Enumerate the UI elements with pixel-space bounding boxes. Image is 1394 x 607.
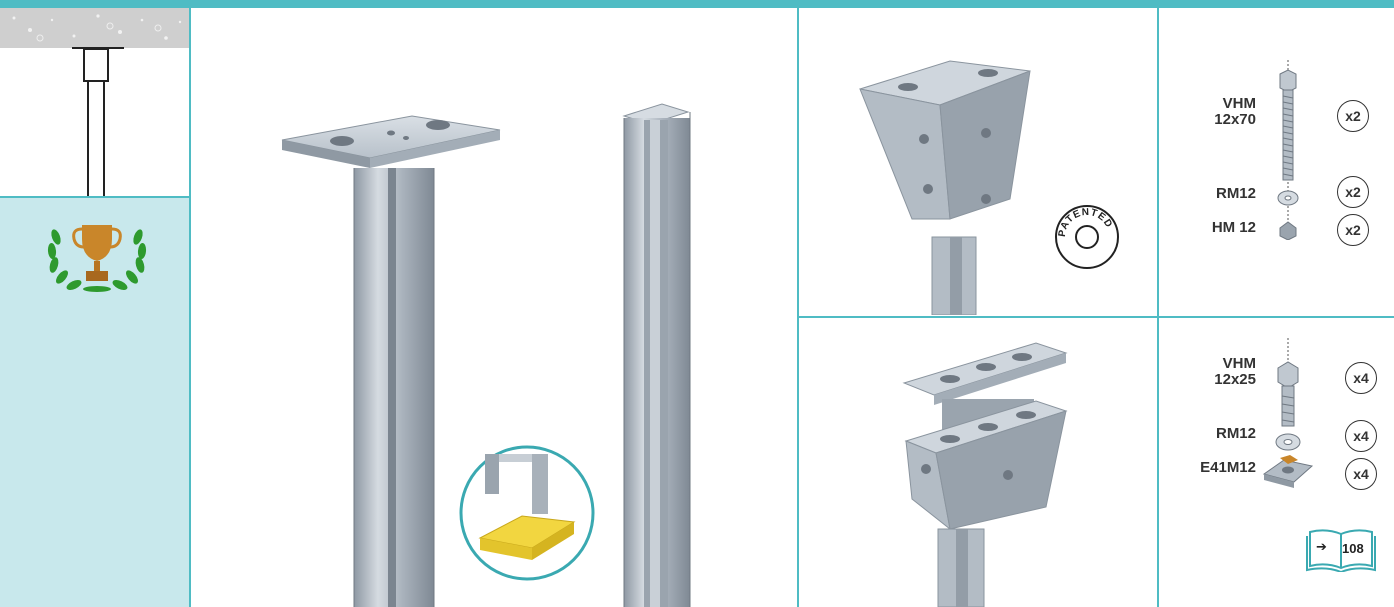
open-book-icon [1306,529,1376,572]
hardware-bottom-illustration [1262,338,1314,488]
divider [1157,0,1159,607]
channel-product-illustration [281,103,691,607]
patented-badge: PATENTED [1054,204,1120,270]
hardware-label: RM12 [1215,425,1256,442]
hardware-top-illustration [1277,60,1299,240]
quantity-badge: x4 [1345,362,1377,394]
page-number: 108 [1342,541,1364,556]
page-reference-link[interactable]: ➔ 108 [1306,528,1376,572]
hardware-label: HM 12 [1211,219,1256,236]
quantity-badge: x2 [1337,176,1369,208]
hardware-label: VHM 12x70 [1214,95,1256,128]
hardware-label: E41M12 [1200,459,1256,476]
divider [189,0,191,607]
patented-bracket-illustration [859,60,1031,315]
left-info-panel [0,197,189,607]
hardware-label: RM12 [1215,185,1256,202]
ceiling-mount-diagram [0,8,189,198]
divider [797,0,799,607]
top-accent-bar [0,0,1394,8]
quantity-badge: x4 [1345,420,1377,452]
arrow-icon: ➔ [1316,540,1327,555]
quantity-badge: x2 [1337,214,1369,246]
divider [797,316,1394,318]
award-trophy-icon [47,225,147,292]
quantity-badge: x2 [1337,100,1369,132]
left-sidebar [0,8,189,607]
quantity-badge: x4 [1345,458,1377,490]
hardware-label: VHM 12x25 [1214,355,1256,388]
double-bracket-illustration [902,342,1068,607]
divider [0,196,190,198]
